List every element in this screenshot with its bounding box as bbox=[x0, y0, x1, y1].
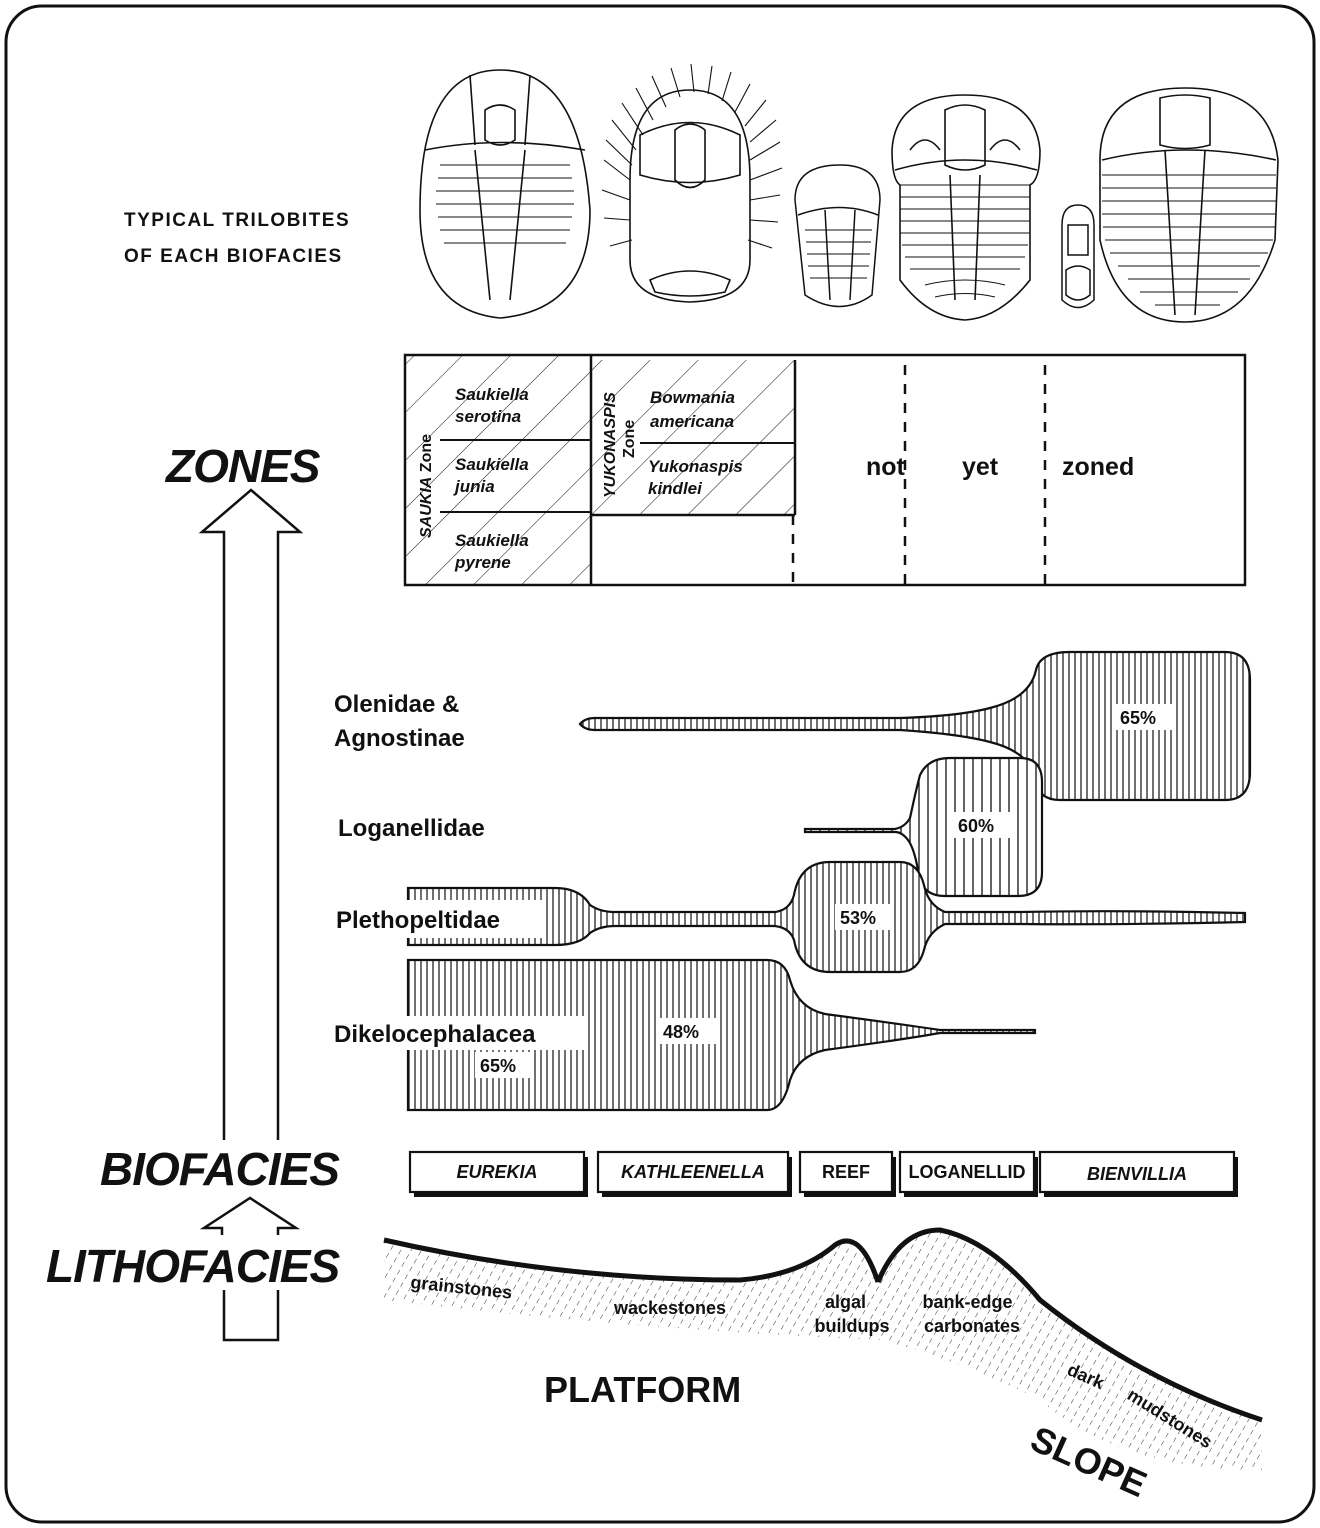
svg-text:KATHLEENELLA: KATHLEENELLA bbox=[621, 1162, 765, 1182]
trilobite-icon-2 bbox=[602, 64, 782, 302]
yukonaspis-zone-label: YUKONASPIS bbox=[602, 392, 619, 498]
plethopeltidae-percent: 53% bbox=[840, 908, 876, 928]
hierarchy-arrow bbox=[202, 490, 300, 1140]
unzoned-word-1: not bbox=[866, 453, 906, 481]
saukia-zone-label: SAUKIA Zone bbox=[418, 434, 435, 538]
taxon-label-loganellidae: Loganellidae bbox=[338, 815, 485, 842]
lithofacies-label: LITHOFACIES bbox=[46, 1240, 340, 1292]
trilobite-icon-1 bbox=[420, 70, 590, 318]
biofacies-box-eurekia: EUREKIA bbox=[410, 1152, 588, 1197]
biofacies-box-loganellid: LOGANELLID bbox=[900, 1152, 1038, 1197]
biofacies-box-reef: REEF bbox=[800, 1152, 896, 1197]
taxon-label-plethopeltidae: Plethopeltidae bbox=[336, 907, 500, 934]
biofacies-row: EUREKIA KATHLEENELLA REEF LOGANELLID BIE… bbox=[410, 1152, 1238, 1197]
lithofacies-profile bbox=[380, 1220, 1270, 1480]
svg-text:EUREKIA: EUREKIA bbox=[456, 1162, 537, 1182]
lithofacies-arrow-base bbox=[224, 1290, 278, 1340]
litho-wackestones: wackestones bbox=[613, 1298, 726, 1318]
trilobite-icon-3 bbox=[795, 165, 880, 307]
svg-text:LOGANELLID: LOGANELLID bbox=[909, 1162, 1026, 1182]
dikelocephalacea-percent-kathleenella: 48% bbox=[663, 1022, 699, 1042]
dikelocephalacea-percent-eurekia: 65% bbox=[480, 1056, 516, 1076]
yukonaspis-zone-word: Zone bbox=[621, 420, 638, 458]
loganellidae-percent: 60% bbox=[958, 816, 994, 836]
header-line2: OF EACH BIOFACIES bbox=[124, 246, 343, 267]
taxon-label-dikelocephalacea: Dikelocephalacea bbox=[334, 1021, 536, 1048]
zones-table: SAUKIA Zone Saukiella serotina Saukiella… bbox=[405, 355, 1245, 585]
trilobite-icon-5 bbox=[1062, 205, 1094, 308]
svg-text:BIENVILLIA: BIENVILLIA bbox=[1087, 1164, 1187, 1184]
unzoned-word-3: zoned bbox=[1062, 453, 1134, 481]
platform-label: PLATFORM bbox=[544, 1369, 741, 1410]
header-line1: TYPICAL TRILOBITES bbox=[124, 210, 350, 231]
biofacies-box-kathleenella: KATHLEENELLA bbox=[598, 1152, 792, 1197]
trilobite-icon-4 bbox=[892, 95, 1040, 320]
lithofacies-arrow bbox=[204, 1198, 296, 1235]
svg-text:REEF: REEF bbox=[822, 1162, 870, 1182]
trilobite-icon-6 bbox=[1100, 88, 1278, 322]
olenidae-percent: 65% bbox=[1120, 708, 1156, 728]
zones-label: ZONES bbox=[164, 440, 321, 492]
unzoned-word-2: yet bbox=[962, 453, 999, 481]
taxon-label-olenidae: Olenidae & Agnostinae bbox=[334, 691, 466, 752]
biofacies-box-bienvillia: BIENVILLIA bbox=[1040, 1152, 1238, 1197]
biofacies-label: BIOFACIES bbox=[100, 1143, 340, 1195]
